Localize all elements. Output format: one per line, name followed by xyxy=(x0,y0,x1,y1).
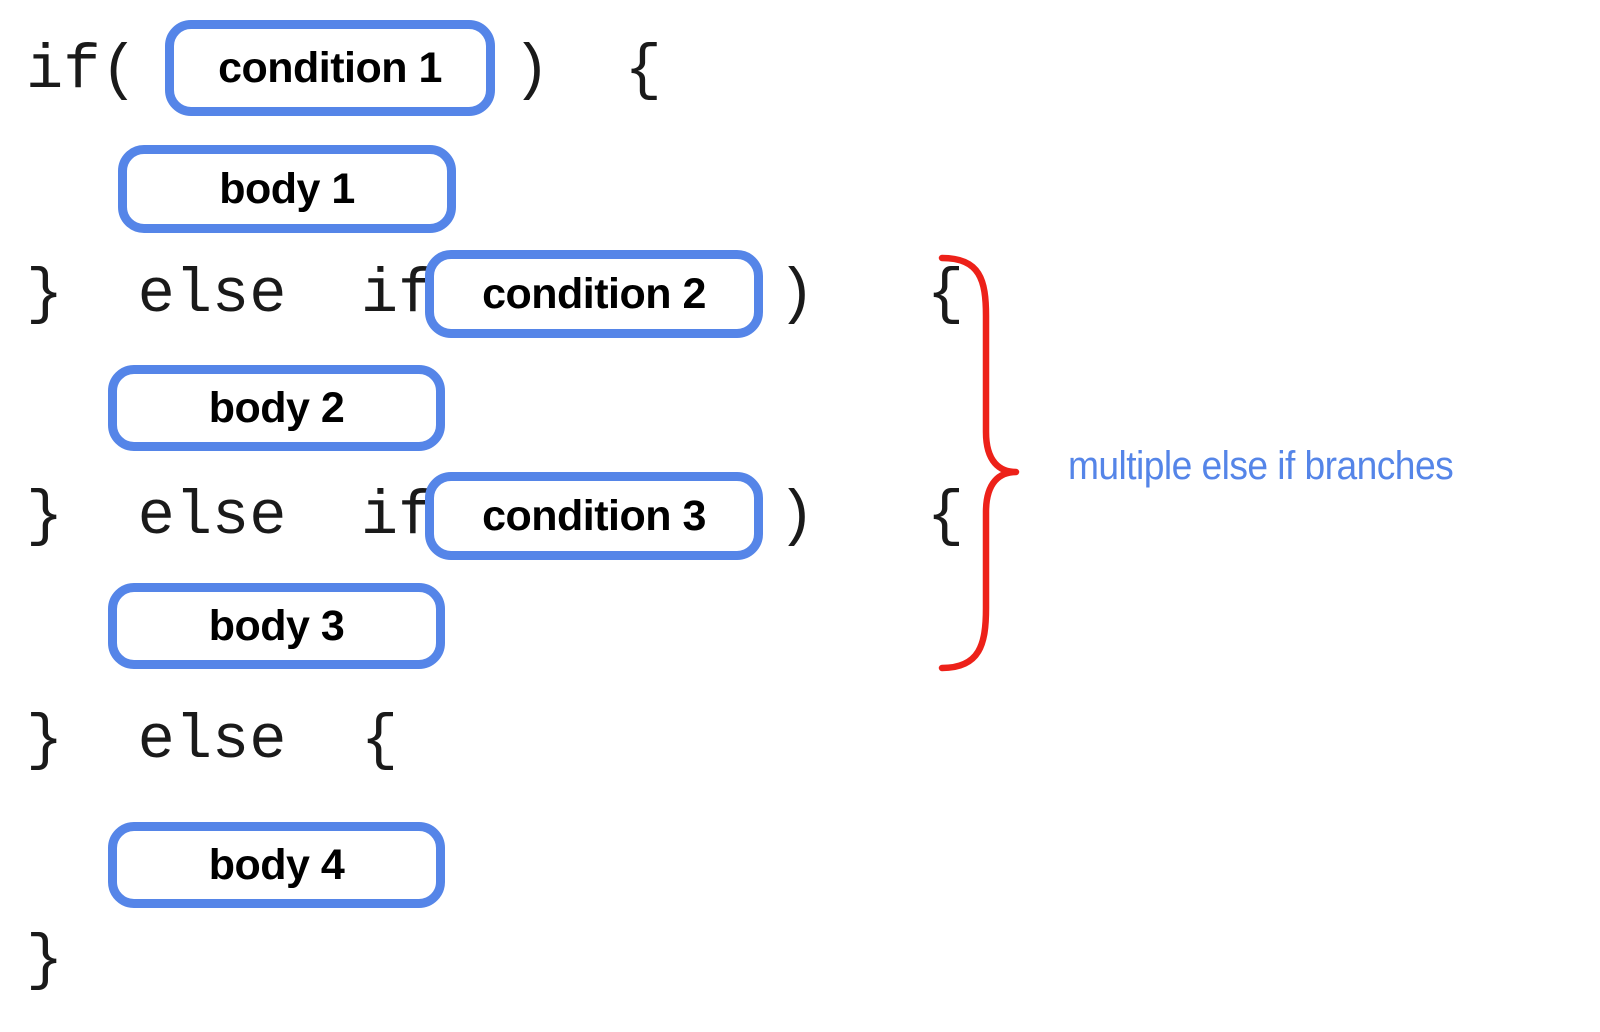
code-if-open: if( xyxy=(26,35,138,106)
code-else-if-3-open: } else if( xyxy=(26,481,473,552)
code-else-if-2-open: } else if( xyxy=(26,259,473,330)
red-curly-brace-icon xyxy=(938,254,1020,672)
body-3-label: body 3 xyxy=(208,601,345,650)
body-4-box[interactable]: body 4 xyxy=(108,822,445,908)
code-closing-brace: } xyxy=(26,925,64,996)
annotation-label: multiple else if branches xyxy=(1068,444,1454,488)
condition-1-box[interactable]: condition 1 xyxy=(165,20,495,116)
condition-2-label: condition 2 xyxy=(482,269,706,318)
condition-1-label: condition 1 xyxy=(218,43,442,92)
code-line3-close: ) { xyxy=(778,481,965,552)
code-line2-close: ) { xyxy=(778,259,965,330)
brace-svg xyxy=(938,254,1020,672)
body-4-label: body 4 xyxy=(208,840,345,889)
code-line1-close: ) { xyxy=(513,35,662,106)
body-2-box[interactable]: body 2 xyxy=(108,365,445,451)
body-2-label: body 2 xyxy=(208,383,345,432)
body-1-label: body 1 xyxy=(219,164,355,213)
code-else-open: } else { xyxy=(26,705,399,776)
condition-3-box[interactable]: condition 3 xyxy=(425,472,763,560)
condition-3-label: condition 3 xyxy=(482,491,706,540)
body-1-box[interactable]: body 1 xyxy=(118,145,456,233)
body-3-box[interactable]: body 3 xyxy=(108,583,445,669)
condition-2-box[interactable]: condition 2 xyxy=(425,250,763,338)
